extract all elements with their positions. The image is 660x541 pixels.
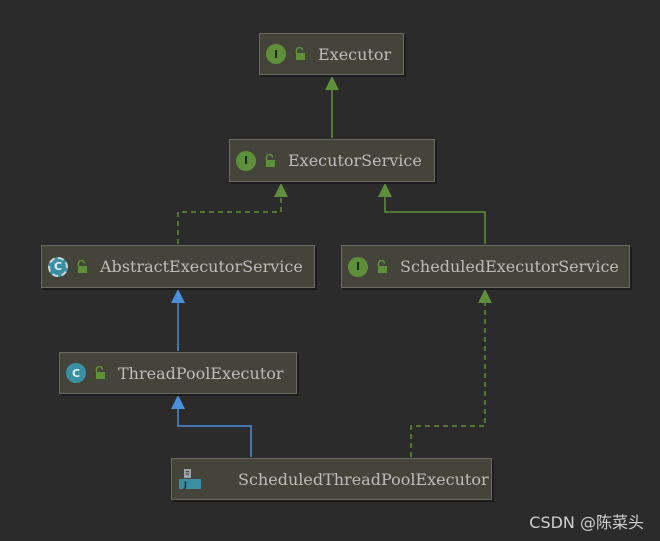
node-scheduled-thread-pool-executor[interactable]: J ScheduledThreadPoolExecutor (171, 458, 492, 500)
unlocked-icon (77, 259, 87, 273)
java-file-icon: J (179, 469, 201, 490)
svg-text:J: J (183, 481, 187, 490)
edge-scheduledthreadpoolexecutor-to-threadpoolexecutor (171, 395, 252, 457)
node-executor[interactable]: I Executor (259, 33, 404, 75)
edge-scheduledthreadpoolexecutor-to-scheduledexecutorservice (410, 289, 492, 457)
edge-scheduledexecutorservice-to-executorservice (378, 183, 486, 244)
interface-icon: I (266, 44, 286, 64)
unlocked-icon (295, 47, 305, 60)
edge-threadpoolexecutor-to-abstractexecutorservice (171, 289, 185, 351)
node-scheduled-executor-service-label: ScheduledExecutorService (400, 257, 619, 276)
node-executor-label: Executor (318, 44, 392, 64)
interface-icon: I (236, 150, 256, 171)
node-abstract-executor-service[interactable]: C AbstractExecutorService (41, 245, 315, 288)
unlocked-icon (265, 153, 275, 167)
node-scheduled-executor-service[interactable]: I ScheduledExecutorService (341, 245, 630, 288)
edge-executorservice-to-executor (325, 76, 339, 138)
node-thread-pool-executor-label: ThreadPoolExecutor (118, 363, 284, 383)
node-executor-service-label: ExecutorService (288, 151, 422, 170)
node-thread-pool-executor[interactable]: C ThreadPoolExecutor (59, 352, 297, 394)
abstract-class-icon: C (48, 256, 68, 277)
node-executor-service[interactable]: I ExecutorService (229, 139, 435, 182)
watermark: CSDN @陈菜头 (529, 513, 644, 532)
node-scheduled-thread-pool-executor-label: ScheduledThreadPoolExecutor (238, 469, 489, 489)
unlocked-icon (377, 259, 387, 273)
class-icon: C (66, 363, 86, 383)
unlocked-icon (95, 366, 105, 379)
interface-icon: I (348, 256, 368, 277)
edge-abstractexecutorservice-to-executorservice (177, 183, 288, 244)
node-abstract-executor-service-label: AbstractExecutorService (100, 257, 303, 276)
